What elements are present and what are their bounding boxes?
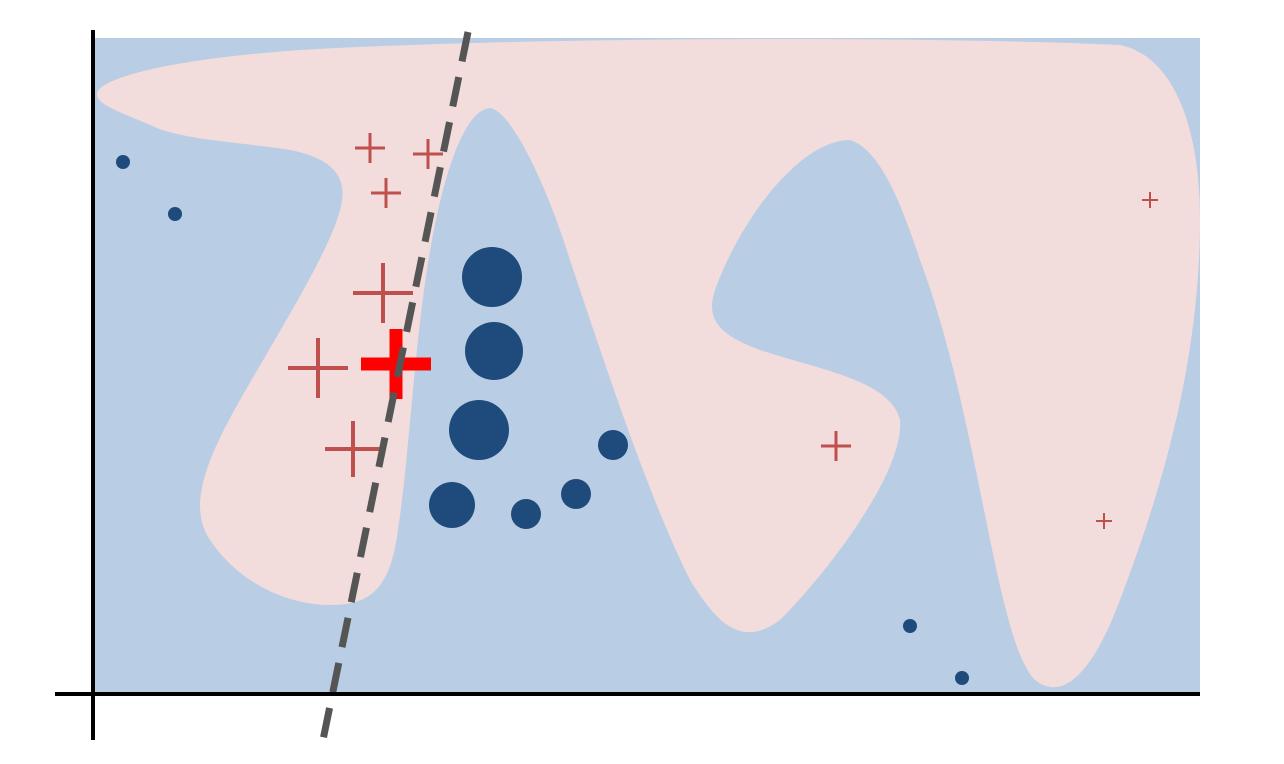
- negative-sample-dot: [511, 499, 541, 529]
- negative-sample-dot: [116, 155, 130, 169]
- negative-sample-dot: [429, 482, 475, 528]
- negative-sample-dot: [955, 671, 969, 685]
- positive-sample-plus: [1142, 192, 1158, 208]
- positive-sample-plus: [371, 178, 401, 208]
- negative-sample-dot: [168, 207, 182, 221]
- explained-instance-plus: [361, 329, 431, 399]
- negative-sample-dot: [598, 430, 628, 460]
- negative-sample-dot: [903, 619, 917, 633]
- positive-sample-plus: [288, 338, 348, 398]
- positive-sample-plus: [1096, 513, 1112, 529]
- positive-sample-plus: [413, 139, 443, 169]
- positive-region: [96, 38, 1201, 688]
- positive-sample-plus: [353, 263, 413, 323]
- negative-sample-dot: [465, 322, 523, 380]
- negative-sample-dot: [449, 400, 509, 460]
- negative-sample-dot: [462, 247, 522, 307]
- negative-sample-dot: [561, 479, 591, 509]
- positive-sample-plus: [355, 133, 385, 163]
- positive-sample-plus: [325, 421, 381, 477]
- local-linear-boundary: [319, 31, 472, 741]
- positive-sample-plus: [821, 431, 851, 461]
